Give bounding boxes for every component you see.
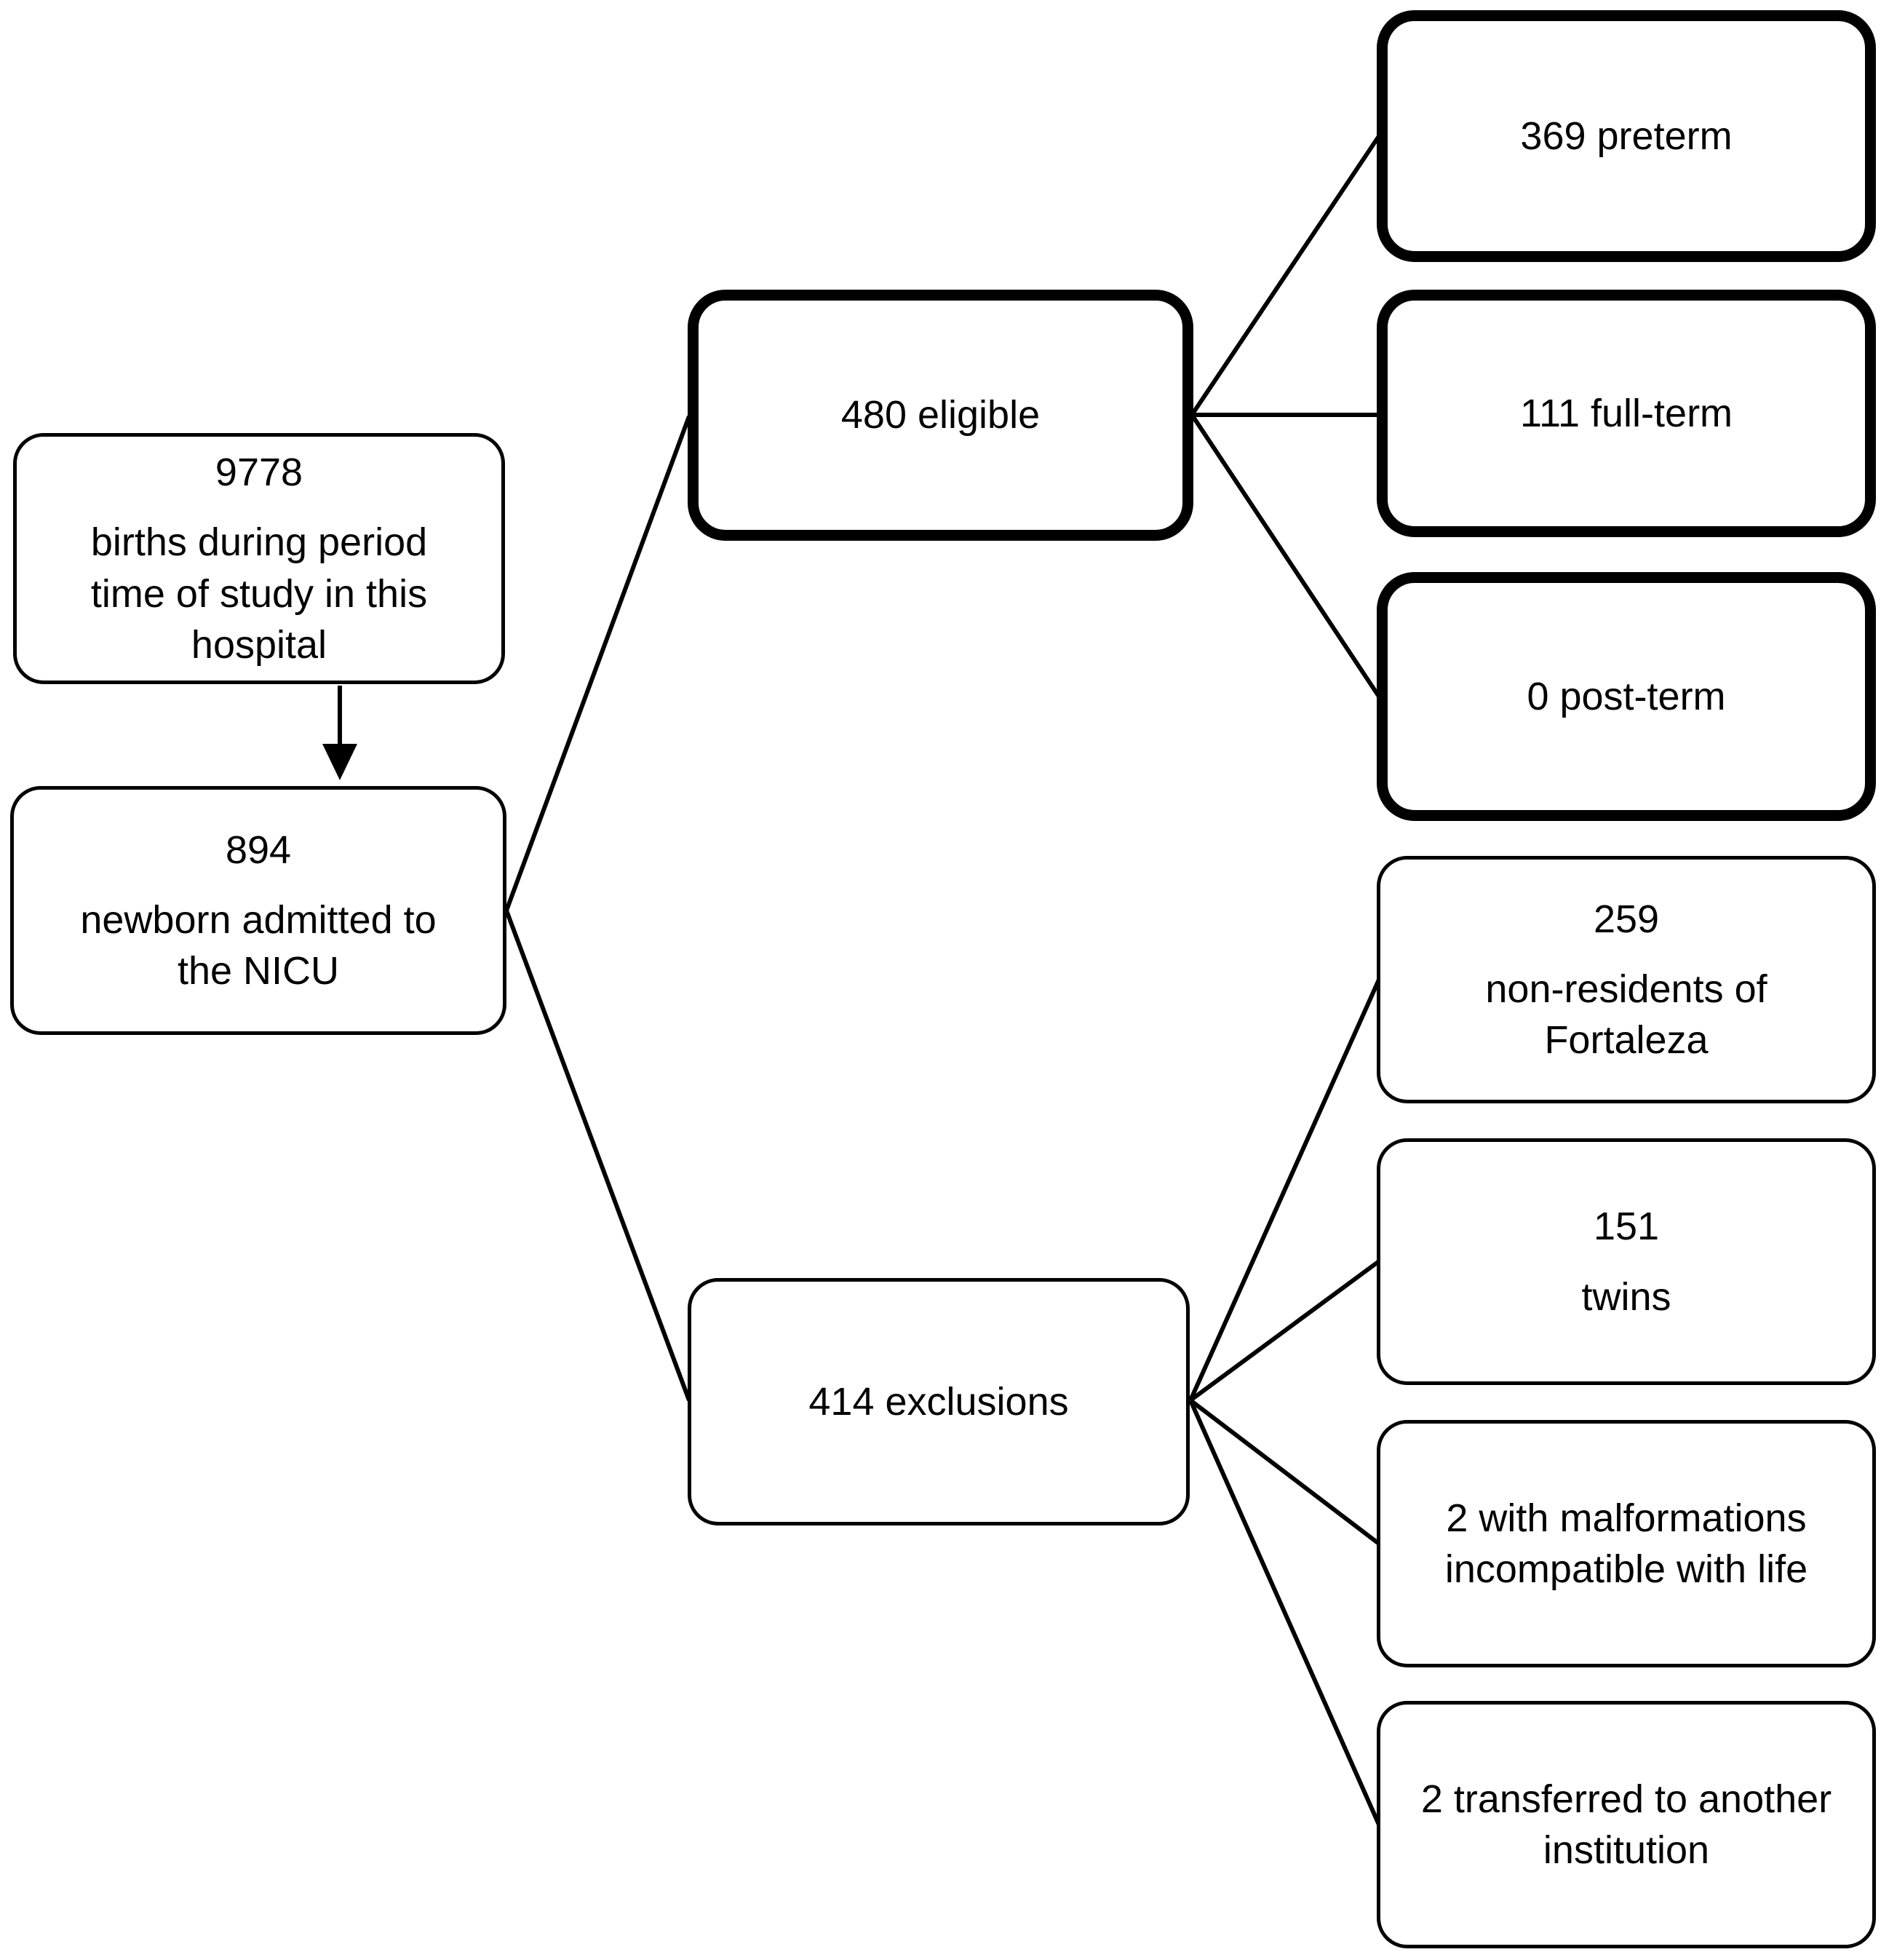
box-malformations: 2 with malformations incompatible with l… <box>1377 1420 1876 1667</box>
box-births: 9778 births during period time of study … <box>13 433 505 684</box>
nonresidents-label: non-residents of Fortaleza <box>1485 967 1767 1063</box>
connector-admitted-exclusions <box>504 909 691 1402</box>
box-eligible: 480 eligible <box>688 290 1193 541</box>
births-count: 9778 <box>215 451 303 495</box>
transferred-label: 2 transferred to another institution <box>1420 1777 1832 1872</box>
connector-exclusions-malformations <box>1189 1398 1380 1546</box>
box-fullterm: 111 full-term <box>1377 290 1876 537</box>
twins-count: 151 <box>1593 1205 1660 1249</box>
box-postterm: 0 post-term <box>1377 572 1876 821</box>
box-nicu-admitted: 894 newborn admitted to the NICU <box>10 786 506 1035</box>
box-transferred: 2 transferred to another institution <box>1377 1701 1876 1948</box>
malformations-label: 2 with malformations incompatible with l… <box>1444 1496 1808 1591</box>
arrowhead-down-icon <box>322 744 357 780</box>
connector-eligible-preterm <box>1190 135 1381 416</box>
nonresidents-count: 259 <box>1593 897 1660 941</box>
box-exclusions: 414 exclusions <box>688 1278 1190 1525</box>
admitted-count: 894 <box>225 828 292 872</box>
exclusions-label: 414 exclusions <box>808 1379 1069 1424</box>
connector-exclusions-nonresidents <box>1188 978 1381 1402</box>
births-label: births during period time of study in th… <box>90 520 428 667</box>
connector-exclusions-transferred <box>1188 1399 1381 1826</box>
postterm-label: 0 post-term <box>1527 674 1726 718</box>
box-nonresidents: 259 non-residents of Fortaleza <box>1377 856 1876 1103</box>
eligible-label: 480 eligible <box>840 393 1041 437</box>
box-twins: 151 twins <box>1377 1138 1876 1385</box>
box-preterm: 369 preterm <box>1377 10 1876 262</box>
connector-admitted-eligible <box>504 415 691 912</box>
connector-exclusions-twins <box>1189 1259 1380 1402</box>
preterm-label: 369 preterm <box>1520 114 1733 158</box>
fullterm-label: 111 full-term <box>1519 391 1733 435</box>
connector-eligible-postterm <box>1190 413 1381 698</box>
admitted-label: newborn admitted to the NICU <box>80 897 437 993</box>
twins-label: twins <box>1581 1274 1671 1319</box>
